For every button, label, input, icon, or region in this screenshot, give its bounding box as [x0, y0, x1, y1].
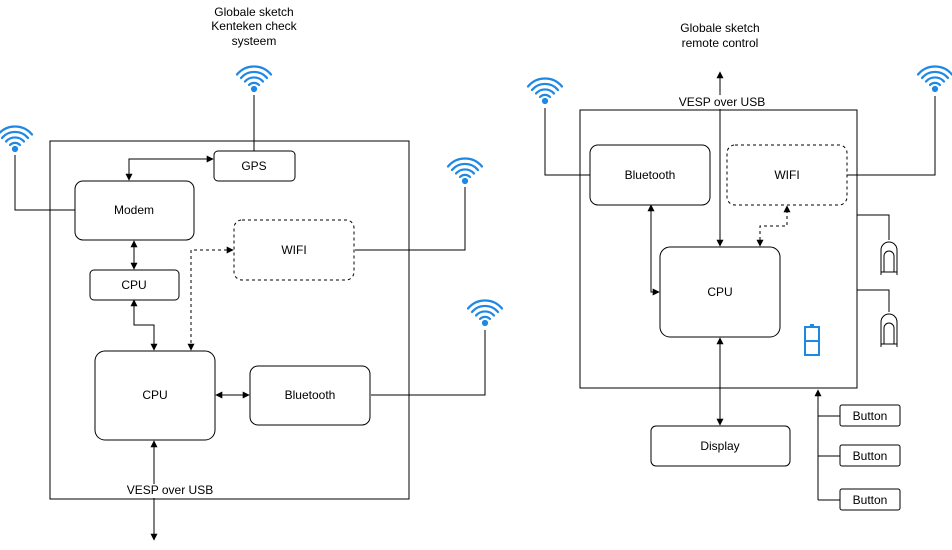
button-label: Button — [853, 449, 888, 463]
wifi-icon — [446, 157, 484, 185]
wifi-icon — [235, 65, 273, 93]
cpu-small-box — [89, 269, 180, 301]
bluetooth-cpu-link — [647, 204, 660, 296]
right-diagram: Globale sketch remote control VESP over … — [526, 21, 952, 511]
left-diagram: Globale sketch Kenteken check systeem GP… — [0, 5, 504, 541]
modem-label: Modem — [114, 203, 154, 217]
left-wifi-label: WIFI — [281, 243, 306, 257]
wifi-cpu-link — [187, 246, 234, 351]
left-title-line-1: Globale sketch — [214, 5, 293, 19]
gps-label: GPS — [241, 159, 266, 173]
right-title-line-1: Globale sketch — [680, 21, 759, 35]
cpu-small-label: CPU — [121, 278, 146, 292]
cpu-cpu-link — [130, 299, 158, 351]
cpu-main-box — [94, 350, 216, 441]
wifi-icon — [526, 77, 564, 105]
right-cpu-label: CPU — [707, 285, 732, 299]
modem-box — [74, 180, 195, 241]
button-box[interactable] — [839, 488, 901, 511]
right-cpu-box — [659, 246, 781, 338]
display-box — [650, 425, 791, 467]
left-wifi-box — [233, 219, 355, 281]
right-bluetooth-antenna-line — [544, 108, 590, 176]
right-bluetooth-label: Bluetooth — [625, 168, 676, 182]
wifi-icon — [466, 299, 504, 327]
right-bluetooth-box — [589, 144, 711, 206]
right-title-line-2: remote control — [682, 36, 759, 50]
modem-antenna-line — [14, 155, 75, 211]
right-wifi-cpu-link — [756, 205, 791, 247]
right-usb-label-bg — [678, 95, 764, 109]
battery-icon — [804, 324, 820, 356]
left-title-line-3: systeem — [232, 34, 277, 48]
button-box[interactable] — [839, 404, 901, 427]
speaker-icon — [880, 313, 898, 347]
speaker-1-line — [857, 214, 890, 240]
left-usb-label-bg — [125, 484, 215, 498]
right-usb-label: VESP over USB — [679, 95, 765, 109]
bluetooth-antenna-line — [371, 330, 486, 396]
speaker-icon — [880, 241, 898, 275]
button-box[interactable] — [839, 444, 901, 467]
wifi-antenna-line — [355, 187, 466, 251]
wifi-icon — [0, 125, 34, 153]
display-label: Display — [700, 439, 739, 453]
gps-box — [213, 150, 296, 182]
right-wifi-antenna-line — [847, 96, 936, 176]
left-usb-label: VESP over USB — [127, 483, 213, 497]
left-title-line-2: Kenteken check — [211, 19, 297, 33]
wifi-icon — [916, 65, 952, 93]
button-label: Button — [853, 493, 888, 507]
cpu-main-label: CPU — [142, 388, 167, 402]
right-wifi-box — [726, 144, 848, 206]
button-label: Button — [853, 409, 888, 423]
left-bluetooth-label: Bluetooth — [285, 388, 336, 402]
modem-gps-link — [125, 155, 214, 181]
speaker-2-line — [857, 289, 890, 312]
right-wifi-label: WIFI — [774, 168, 799, 182]
left-bluetooth-box — [249, 365, 371, 426]
